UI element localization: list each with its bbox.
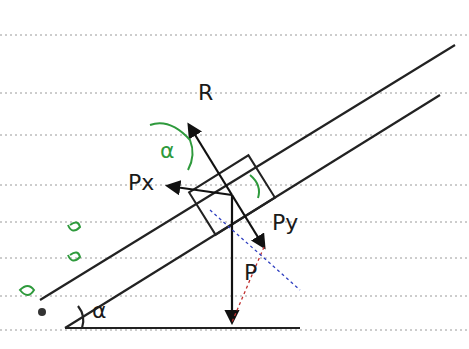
angle-label: α — [92, 300, 107, 322]
force-arrows — [168, 125, 264, 322]
force-label: Py — [272, 212, 298, 234]
force-label: P — [244, 262, 257, 284]
force-label: R — [198, 82, 213, 104]
component-lines — [210, 210, 300, 322]
green-marks — [20, 123, 259, 295]
angle-label: α — [160, 140, 175, 162]
force-label: Px — [128, 172, 154, 194]
incline — [40, 45, 455, 328]
pen-dot — [38, 308, 46, 316]
paper-lines — [0, 35, 469, 330]
